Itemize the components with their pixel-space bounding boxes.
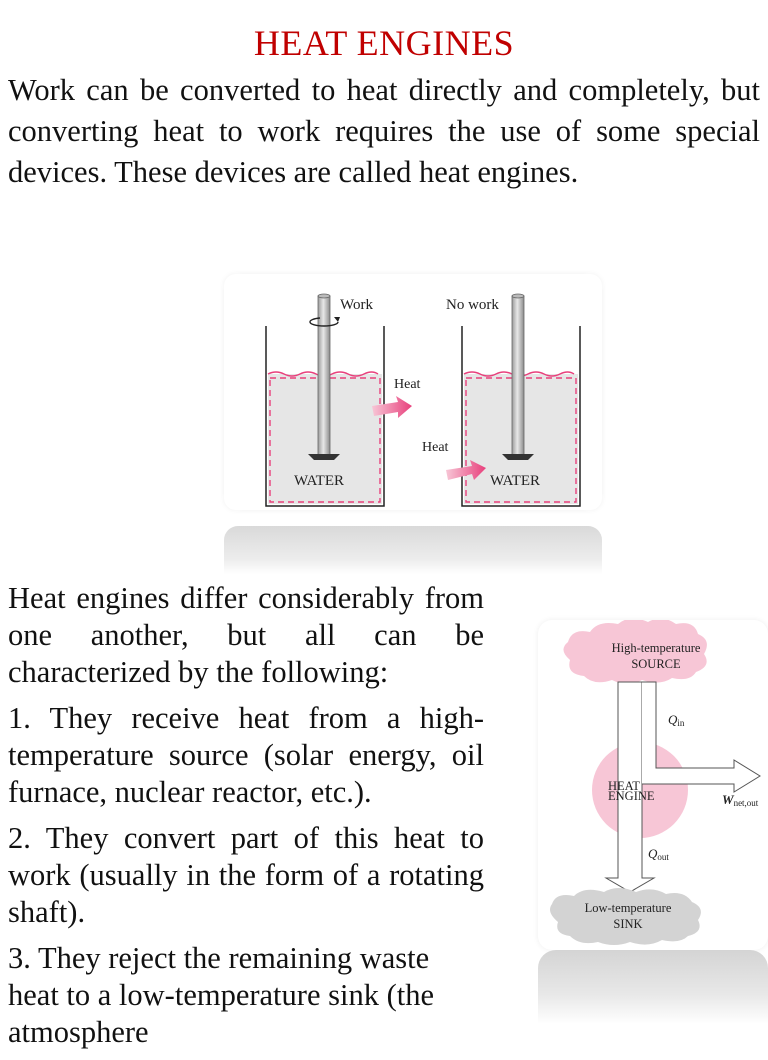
left-container: Work WATER <box>265 293 385 507</box>
work-label: Work <box>340 297 373 313</box>
intro-paragraph: Work can be converted to heat directly a… <box>8 70 760 193</box>
intro-text: Work can be converted to heat directly a… <box>8 73 760 189</box>
low-temperature-sink: Low-temperature SINK <box>550 888 701 945</box>
water-label-right: WATER <box>490 473 540 489</box>
water-label-left: WATER <box>294 473 344 489</box>
engine-label-line2: ENGINE <box>608 789 655 803</box>
heat-engine-diagram-svg: High-temperature SOURCE HEAT ENGINE Qin … <box>550 618 761 945</box>
svg-text:Qin: Qin <box>668 712 685 728</box>
high-temperature-source: High-temperature SOURCE <box>563 618 707 684</box>
right-container: No work WATER <box>446 293 581 507</box>
svg-text:Wnet,out: Wnet,out <box>722 792 759 808</box>
work-output-arrow <box>642 681 761 793</box>
figure-work-to-heat: Work WATER No work WATER Heat <box>224 274 602 574</box>
characteristic-item-1: 1. They receive heat from a high-tempera… <box>8 701 484 809</box>
q-in-label: Qin <box>668 712 685 728</box>
figure-reflection <box>538 950 768 1024</box>
no-work-label: No work <box>446 297 499 313</box>
characteristic-item-2: 2. They convert part of this heat to wor… <box>8 821 484 929</box>
heat-arrow-top: Heat <box>372 377 421 418</box>
figure-panel: High-temperature SOURCE HEAT ENGINE Qin … <box>538 618 768 950</box>
figure-heat-engine-diagram: High-temperature SOURCE HEAT ENGINE Qin … <box>538 618 768 1024</box>
source-label-line1: High-temperature <box>612 641 701 655</box>
page-title: HEAT ENGINES <box>253 23 515 63</box>
characteristics-lead: Heat engines differ considerably from on… <box>8 581 484 689</box>
figure-reflection <box>224 526 602 574</box>
sink-label-line2: SINK <box>613 917 642 931</box>
figure-panel: Work WATER No work WATER Heat <box>224 274 602 510</box>
characteristic-item-3: 3. They reject the remaining waste heat … <box>8 941 434 1049</box>
heat-label-bottom: Heat <box>422 440 449 455</box>
engine-label-line1: HEAT <box>608 779 640 793</box>
heat-label-top: Heat <box>394 377 421 392</box>
characteristics-text: Heat engines differ considerably from on… <box>8 580 484 1060</box>
figure-work-to-heat-svg: Work WATER No work WATER Heat <box>265 293 581 507</box>
w-net-out-label: Wnet,out <box>722 792 759 808</box>
svg-text:Qout: Qout <box>648 846 669 862</box>
sink-label-line1: Low-temperature <box>585 901 672 915</box>
q-out-label: Qout <box>648 846 669 862</box>
heat-arrow-bottom: Heat <box>422 440 486 480</box>
source-label-line2: SOURCE <box>631 657 681 671</box>
